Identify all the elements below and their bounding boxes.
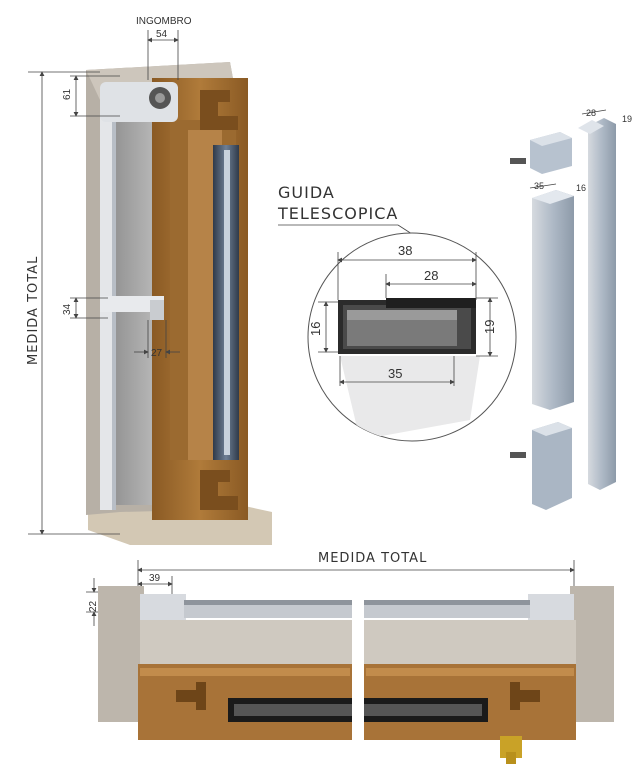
rail-dim-19: 19 <box>622 114 632 124</box>
handle-icon <box>500 736 522 758</box>
inner-rail <box>532 190 574 410</box>
plan-wall-right <box>570 586 614 722</box>
rail-dim-16: 16 <box>576 183 586 193</box>
elevation-view: INGOMBRO 54 61 MEDIDA TOTAL 34 27 <box>26 16 272 545</box>
guide-height-value: 34 <box>62 303 73 315</box>
ingombro-label: INGOMBRO <box>136 16 192 27</box>
plan-view: MEDIDA TOTAL 39 22 <box>86 551 614 764</box>
telescopic-guide-detail: GUIDA TELESCOPICA 38 28 16 <box>277 183 517 442</box>
detail-bottom-width: 35 <box>388 366 402 381</box>
detail-inner-width: 28 <box>424 268 438 283</box>
handle-bar <box>100 296 164 312</box>
plan-height-value: 22 <box>88 600 99 612</box>
plan-guide-left <box>140 594 186 620</box>
detail-title-line1: GUIDA <box>278 183 335 202</box>
medida-total-horizontal-label: MEDIDA TOTAL <box>318 551 427 566</box>
detail-title-line2: TELESCOPICA <box>277 204 398 223</box>
guide-width-value: 27 <box>151 348 163 359</box>
detail-right-height: 19 <box>482 320 497 334</box>
plan-guide-right <box>528 594 574 620</box>
outer-rail <box>588 118 616 490</box>
top-height-value: 61 <box>62 88 73 100</box>
rail-dim-28: 28 <box>586 108 596 118</box>
ingombro-value: 54 <box>156 29 168 40</box>
detail-outer-width: 38 <box>398 243 412 258</box>
inner-profile <box>386 298 476 308</box>
plan-wall-left <box>98 586 144 722</box>
screw-icon <box>510 158 526 164</box>
exploded-rails: 28 19 35 16 <box>510 108 632 510</box>
plan-width-value: 39 <box>149 573 161 584</box>
bottom-cap <box>532 422 572 510</box>
screw-icon <box>510 452 526 458</box>
rail-dim-35: 35 <box>534 181 544 191</box>
medida-total-vertical-label: MEDIDA TOTAL <box>26 256 41 365</box>
detail-left-height: 16 <box>308 322 323 336</box>
